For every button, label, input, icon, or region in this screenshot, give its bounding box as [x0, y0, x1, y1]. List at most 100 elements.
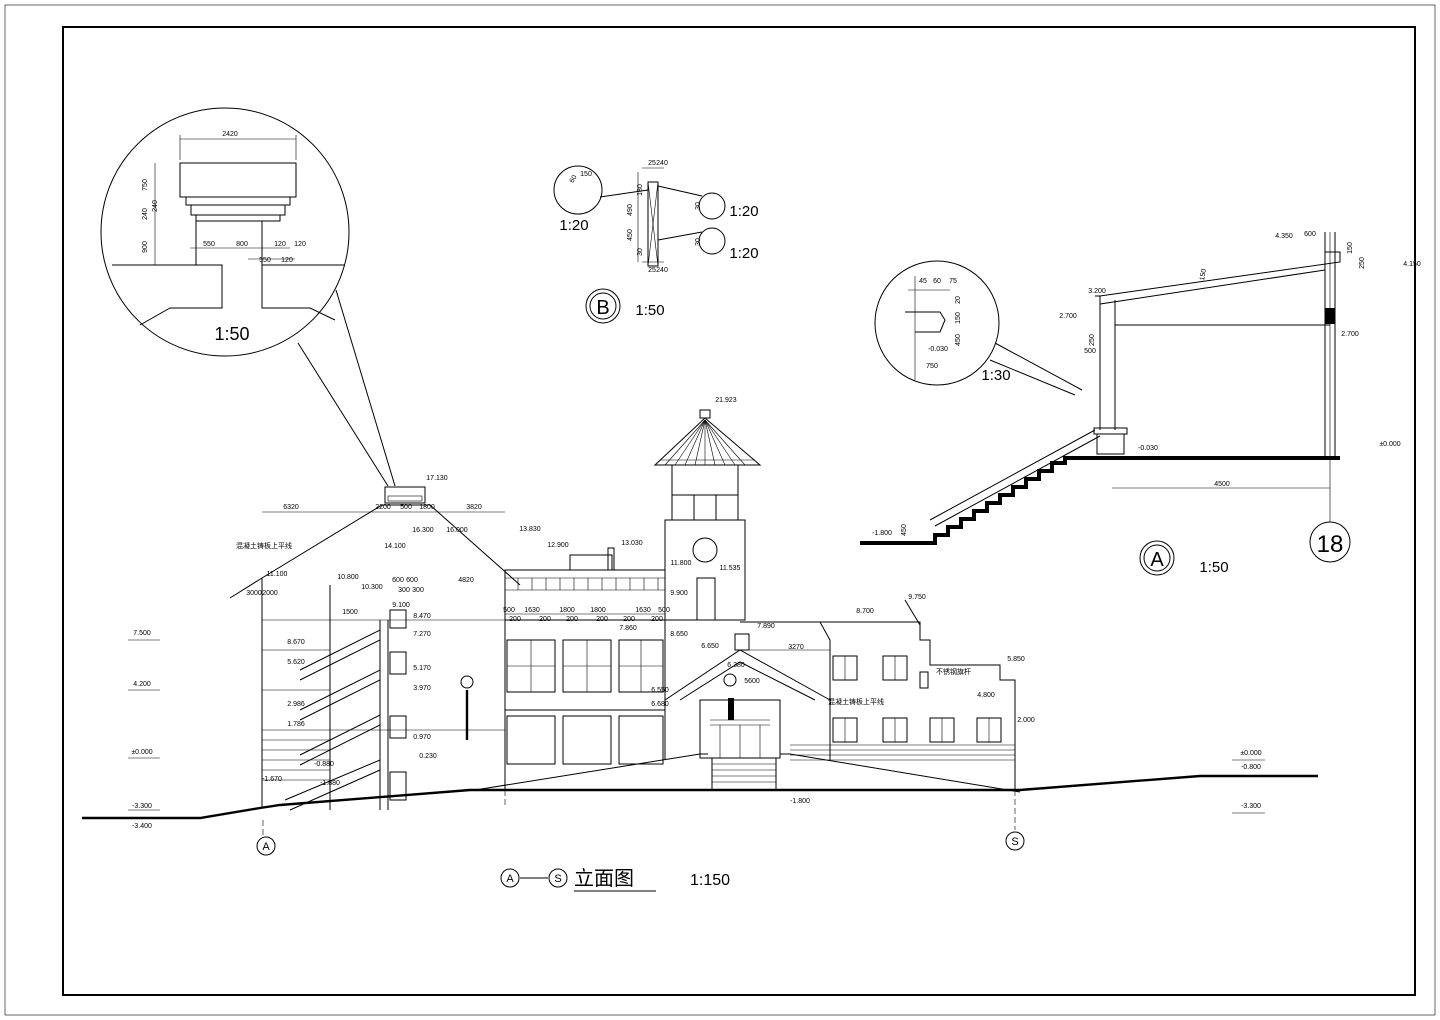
dc-scale: 1:50 — [214, 324, 249, 344]
me-win-9: 200 — [566, 616, 578, 623]
elev-10800: 10.800 — [337, 574, 359, 581]
elevation-scale: 1:150 — [690, 872, 730, 889]
me-win-7: 200 — [509, 616, 521, 623]
elev-m1880: -1.880 — [320, 780, 340, 787]
me-win-1: 500 — [503, 607, 515, 614]
elev-m0880: -0.880 — [314, 761, 334, 768]
db-dim-8: 240 — [656, 267, 668, 274]
da-dim-1: 600 — [1304, 231, 1316, 238]
me-win-8: 200 — [539, 616, 551, 623]
da-dim-12: 450 — [955, 334, 962, 346]
elev-7500: 7.500 — [133, 630, 151, 637]
elev-11100: 11.100 — [267, 571, 288, 578]
elev-9100: 9.100 — [392, 602, 410, 609]
me-dim-4: 1800 — [419, 504, 435, 511]
db-subscale-3: 1:20 — [729, 245, 758, 262]
db-dim-3: 180 — [637, 184, 644, 196]
elev-11800: 11.800 — [671, 560, 692, 567]
elev-m3300-left: -3.300 — [132, 803, 152, 810]
elev-6380: 6.380 — [727, 662, 745, 669]
detail-a-scale: 1:50 — [1199, 559, 1228, 576]
da-elev-2: 4.150 — [1403, 261, 1421, 268]
da-elev-8: -1.800 — [872, 530, 892, 537]
da-dim-14: 250 — [1089, 334, 1096, 346]
dc-dim-5: 900 — [142, 241, 149, 253]
detail-b-label: B — [596, 297, 609, 319]
da-dim-13: 750 — [926, 363, 938, 370]
title-marker-s — [548, 868, 568, 888]
dc-dim-1: 2420 — [222, 131, 238, 138]
elev-8700: 8.700 — [856, 608, 874, 615]
db-dim-1: 25 — [648, 160, 656, 167]
da-dim-9: 75 — [949, 278, 957, 285]
da-dim-3: 150 — [1347, 242, 1354, 254]
elev-2986: 2.986 — [287, 701, 305, 708]
elev-4200: 4.200 — [133, 681, 151, 688]
me-dim-2: 2200 — [375, 504, 391, 511]
da-elev-3: 3.200 — [1088, 288, 1106, 295]
detail-a-label: A — [1150, 549, 1164, 571]
elev-m3300-right: -3.300 — [1241, 803, 1261, 810]
elev-m3400-left: -3.400 — [132, 823, 152, 830]
elev-2000: 2.000 — [1017, 717, 1035, 724]
da-dim-8: 60 — [933, 278, 941, 285]
detail-b-marker — [585, 288, 621, 324]
elev-6650: 6.650 — [701, 643, 719, 650]
axis-label-s: S — [1011, 836, 1018, 848]
me-dim-6: 4820 — [458, 577, 474, 584]
da-elev-4: 2.700 — [1059, 313, 1077, 320]
me-dim-1: 6320 — [283, 504, 299, 511]
me-win-2: 1630 — [524, 607, 540, 614]
elev-8650: 8.650 — [670, 631, 688, 638]
me-sub-7: 300 — [412, 587, 424, 594]
elev-13830: 13.830 — [519, 526, 541, 533]
me-sub-1: 1500 — [342, 609, 358, 616]
me-sub-4: 600 — [392, 577, 404, 584]
elev-13030: 13.030 — [621, 540, 643, 547]
da-dim-4: 500 — [1084, 348, 1096, 355]
elev-m1670: -1.670 — [262, 776, 282, 783]
elev-10300: 10.300 — [361, 584, 383, 591]
dc-dim-8: 550 — [259, 257, 271, 264]
dc-dim-2: 750 — [142, 179, 149, 191]
da-dim-10: 20 — [955, 296, 962, 304]
dc-dim-7: 800 — [236, 241, 248, 248]
me-win-3: 1800 — [559, 607, 575, 614]
da-elev-1: 4.350 — [1275, 233, 1293, 240]
da-elev-7: ±0.000 — [1379, 441, 1400, 448]
dc-dim-4: 240 — [152, 200, 159, 212]
db-dim-7: 25 — [648, 267, 656, 274]
da-dim-6: 450 — [901, 524, 908, 536]
db-dim-6: 30 — [637, 248, 644, 256]
dc-dim-11: 120 — [281, 257, 293, 264]
me-dim-7: 3270 — [788, 644, 804, 651]
db-dim-12: 30 — [695, 238, 702, 246]
db-dim-10: 150 — [580, 171, 592, 178]
dc-dim-6: 550 — [203, 241, 215, 248]
db-dim-4: 490 — [627, 204, 634, 216]
elev-11535: 11.535 — [720, 565, 741, 572]
elev-0970: 0.970 — [413, 734, 431, 741]
detail-b-drawing — [553, 165, 726, 267]
elev-7270: 7.270 — [413, 631, 431, 638]
elev-3970: 3.970 — [413, 685, 431, 692]
inner-frame — [62, 26, 1416, 996]
elev-16000: 16.000 — [446, 527, 468, 534]
detail-a-drawing — [860, 232, 1351, 563]
da-dim-2: 250 — [1359, 257, 1366, 269]
elev-14100: 14.100 — [384, 543, 406, 550]
elev-16300: 16.300 — [412, 527, 434, 534]
elev-9900: 9.900 — [670, 590, 688, 597]
elev-5850: 5.850 — [1007, 656, 1025, 663]
me-win-11: 200 — [623, 616, 635, 623]
dc-dim-3: 240 — [142, 208, 149, 220]
elev-8670: 8.670 — [287, 639, 305, 646]
me-win-10: 200 — [596, 616, 608, 623]
db-subscale-2: 1:20 — [729, 203, 758, 220]
da-dim-7: 45 — [919, 278, 927, 285]
da-dim-11: 150 — [955, 312, 962, 324]
elev-7890: 7.890 — [757, 623, 775, 630]
da-axis-label: 18 — [1317, 531, 1344, 558]
title-marker-a — [500, 868, 520, 888]
me-dim-5: 3820 — [466, 504, 482, 511]
